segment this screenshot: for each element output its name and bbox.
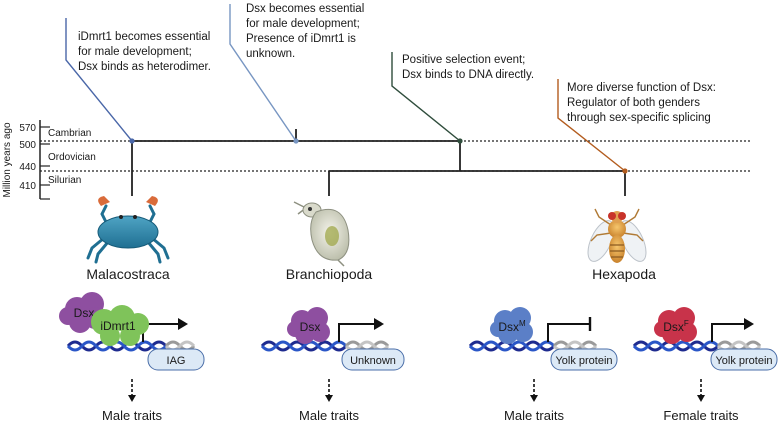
gene-label-yolk-protein: Yolk protein [555, 355, 612, 367]
down-arrow-icon [530, 395, 538, 402]
down-arrow-icon [697, 395, 705, 402]
era-silurian: Silurian [48, 175, 81, 186]
dsx-m-protein-blob [490, 307, 533, 344]
gene-pill [341, 348, 405, 371]
event-3-note: Positive selection event; Dsx binds to D… [402, 54, 534, 81]
event-1-dot [129, 138, 135, 144]
promoter-arrow-icon [374, 318, 384, 330]
tick-500: 500 [19, 140, 36, 151]
gene-label-unknown: Unknown [350, 355, 396, 367]
time-axis: 570 500 440 410 Cambrian Ordovician Silu… [2, 120, 96, 200]
daphnia-icon [293, 201, 350, 267]
tick-570: 570 [19, 123, 36, 134]
taxon-hexapoda: Hexapoda [592, 266, 656, 282]
tick-410: 410 [19, 181, 36, 192]
gene-pill [147, 348, 205, 371]
model-malacostraca: Dsx iDmrt1 IAG Male traits [59, 292, 205, 423]
gene-pill [710, 348, 778, 371]
event-2-dot [293, 138, 299, 144]
down-arrow-icon [325, 395, 333, 402]
tick-440: 440 [19, 162, 36, 173]
protein-label-dsx-f: DsxF [663, 319, 689, 334]
model-hexapoda-female: DsxF Yolk protein Female traits [632, 307, 778, 423]
gene-label-iag: IAG [167, 355, 186, 367]
event-1-note: iDmrt1 becomes essential for male develo… [78, 31, 214, 73]
axis-label: Million years ago [2, 122, 13, 197]
event-4-dot [622, 168, 628, 174]
event-2-note: Dsx becomes essential for male developme… [246, 3, 367, 60]
taxon-malacostraca: Malacostraca [86, 266, 169, 282]
event-3-leader [391, 52, 461, 142]
trait-label: Female traits [663, 408, 739, 423]
idmrt1-protein-blob [91, 305, 149, 346]
model-hexapoda-male: DsxM Yolk protein Male traits [468, 307, 618, 423]
fly-icon [587, 208, 647, 263]
era-ordovician: Ordovician [48, 152, 96, 163]
trait-label: Male traits [299, 408, 359, 423]
protein-label-dsx: Dsx [74, 306, 95, 320]
event-1-leader [65, 18, 133, 142]
dsx-protein-blob [287, 307, 330, 344]
dsx-f-protein-blob [654, 307, 697, 344]
promoter-arrow-icon [744, 318, 754, 330]
promoter-arrow-icon [178, 318, 188, 330]
era-cambrian: Cambrian [48, 128, 91, 139]
event-4-leader [557, 79, 626, 172]
gene-label-yolk-protein: Yolk protein [715, 355, 772, 367]
event-2-leader [229, 4, 297, 142]
model-branchiopoda: Dsx Unknown Male traits [260, 307, 405, 423]
trait-label: Male traits [504, 408, 564, 423]
trait-label: Male traits [102, 408, 162, 423]
protein-label-dsx-m: DsxM [498, 319, 526, 334]
taxon-branchiopoda: Branchiopoda [286, 266, 373, 282]
event-4-note: More diverse function of Dsx: Regulator … [567, 82, 719, 124]
phylogenetic-tree [131, 129, 626, 196]
crab-icon [86, 196, 170, 264]
protein-label-idmrt1: iDmrt1 [100, 319, 136, 333]
event-3-dot [457, 138, 463, 144]
protein-label-dsx: Dsx [300, 320, 321, 334]
gene-pill [550, 348, 618, 371]
down-arrow-icon [128, 395, 136, 402]
